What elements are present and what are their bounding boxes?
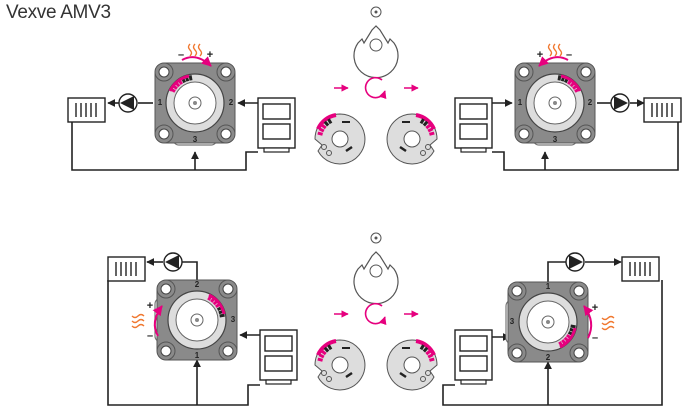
- port-label-3: 3: [193, 135, 198, 144]
- pump-icon: [118, 93, 138, 113]
- knob-rotation-detail-bottom: [314, 232, 438, 391]
- supply-pipe: [547, 261, 566, 282]
- heat-icon: [131, 313, 145, 329]
- pump-icon: [163, 252, 183, 272]
- mixing-setup-top-right: 1 2 3 – +: [454, 43, 682, 171]
- radiator-icon: [643, 97, 682, 123]
- rotate-icon: [364, 76, 387, 100]
- heat-icon: [547, 43, 563, 57]
- return-pipe: [442, 280, 663, 406]
- mixing-setup-top-left: 1 2 3 – +: [67, 43, 296, 171]
- minus-sign: –: [592, 332, 598, 344]
- mixing-valve-icon: [505, 281, 589, 363]
- boiler-icon: [454, 329, 493, 385]
- port-label-1: 1: [158, 98, 163, 107]
- mixing-valve-icon: [514, 62, 596, 146]
- rotate-icon: [364, 302, 387, 326]
- cam-disc-icon: [353, 251, 399, 305]
- port-label-2: 2: [229, 98, 234, 107]
- mixing-setup-bottom-left: 2 3 1 + –: [107, 252, 298, 406]
- rotation-arrow-icon: [152, 305, 163, 337]
- rotation-arrow-icon: [538, 56, 569, 67]
- minus-sign: –: [147, 330, 153, 342]
- port-label-2: 2: [546, 353, 551, 362]
- return-pipe: [71, 122, 258, 171]
- minus-sign: –: [178, 49, 184, 61]
- valve-knob-scale-icon: [386, 339, 438, 391]
- plus-sign: +: [207, 49, 213, 61]
- radiator-icon: [67, 97, 106, 123]
- mixing-valve-icon: [154, 279, 238, 361]
- return-pipe: [107, 280, 260, 406]
- spindle-icon: [370, 232, 382, 244]
- mixing-valve-icon: [154, 62, 236, 146]
- port-label-2: 2: [195, 280, 200, 289]
- page-title: Vexve AMV3: [6, 2, 111, 23]
- valve-knob-scale-icon: [314, 113, 366, 165]
- spindle-icon: [370, 6, 382, 18]
- pump-icon: [610, 93, 630, 113]
- rotation-arrow-icon: [181, 56, 212, 67]
- rotation-arrow-icon: [583, 305, 594, 339]
- radiator-icon: [621, 256, 660, 282]
- minus-sign: –: [566, 49, 572, 61]
- heat-icon: [601, 315, 615, 331]
- port-label-2: 2: [588, 98, 593, 107]
- port-label-1: 1: [518, 98, 523, 107]
- valve-knob-scale-icon: [314, 339, 366, 391]
- mixing-setup-bottom-right: 1 3 2 + –: [442, 252, 663, 406]
- boiler-icon: [454, 97, 493, 153]
- valve-knob-scale-icon: [386, 113, 438, 165]
- port-label-3: 3: [231, 315, 236, 324]
- plus-sign: +: [147, 300, 153, 312]
- boiler-icon: [257, 97, 296, 153]
- plus-sign: +: [592, 302, 598, 314]
- port-label-3: 3: [553, 135, 558, 144]
- port-label-1: 1: [195, 351, 200, 360]
- knob-rotation-detail-top: [314, 6, 438, 165]
- cam-disc-icon: [353, 25, 399, 79]
- port-label-1: 1: [546, 282, 551, 291]
- pump-icon: [565, 252, 585, 272]
- heat-icon: [187, 43, 203, 57]
- radiator-icon: [107, 256, 146, 282]
- return-pipe: [492, 122, 679, 171]
- plus-sign: +: [537, 49, 543, 61]
- port-label-3: 3: [510, 317, 515, 326]
- supply-pipe: [182, 261, 198, 280]
- boiler-icon: [259, 329, 298, 385]
